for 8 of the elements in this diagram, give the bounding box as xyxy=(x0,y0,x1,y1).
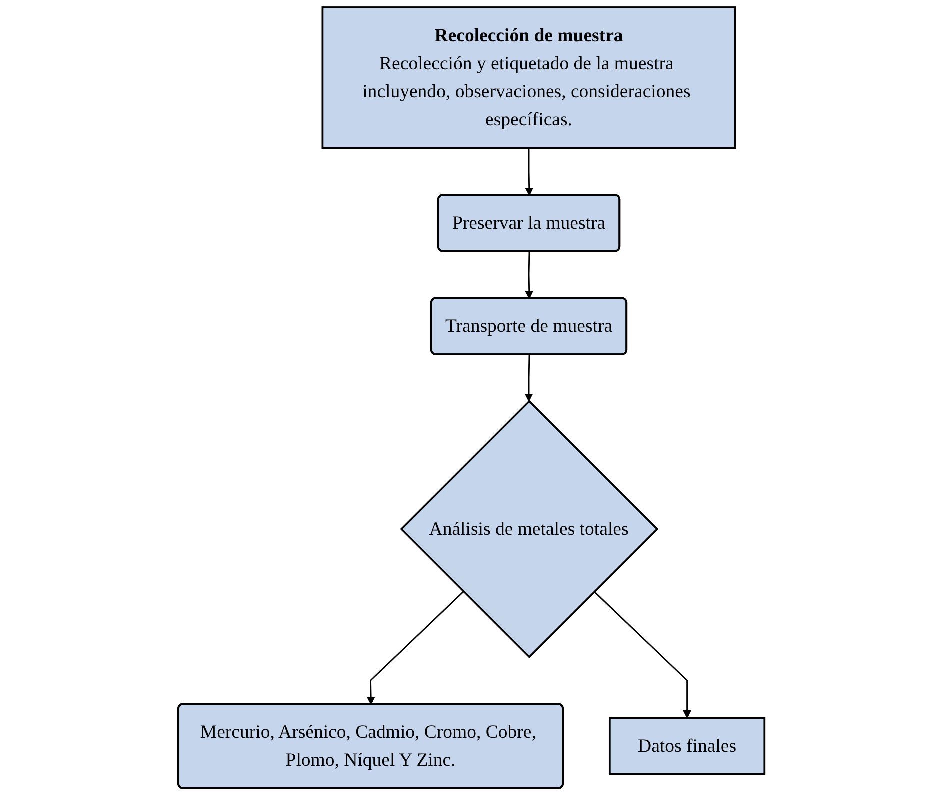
arrow xyxy=(526,148,534,196)
arrow xyxy=(526,252,534,300)
arrow xyxy=(367,591,465,705)
arrow xyxy=(594,591,692,719)
node-box: Recolección de muestra Recolección y etiquetado de la muestra incluyendo, observaciones, consideraciones específicas. xyxy=(322,6,737,150)
node-diamond: Análisis de metales totales xyxy=(400,400,660,659)
node-box: Datos finales xyxy=(609,717,766,776)
arrow xyxy=(525,354,534,402)
